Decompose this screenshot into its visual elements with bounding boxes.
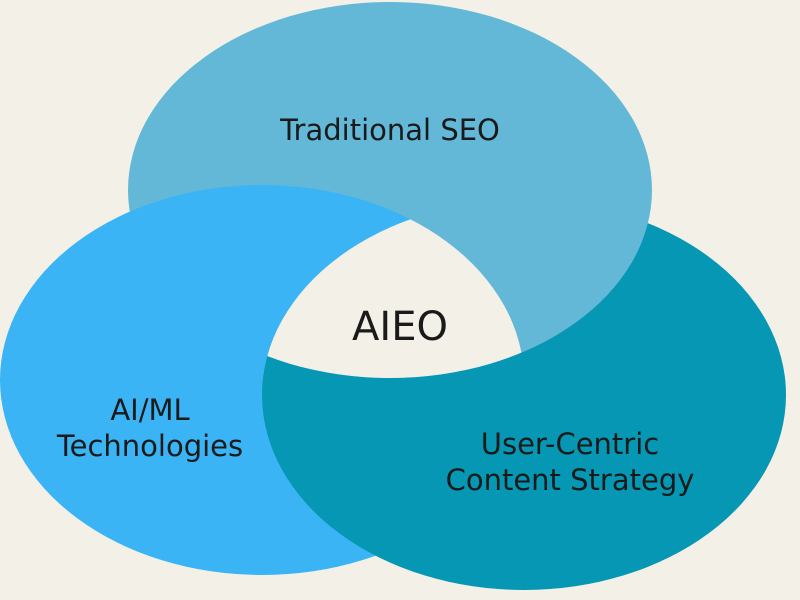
label-user-centric-line2: Content Strategy [445, 463, 695, 498]
label-ai-ml-line2: Technologies [56, 429, 244, 464]
label-user-centric: User-Centric Content Strategy [400, 426, 740, 499]
label-user-centric-line1: User-Centric [480, 427, 660, 461]
label-ai-ml-line1: AI/ML [110, 393, 190, 427]
label-traditional-seo: Traditional SEO [280, 113, 500, 147]
label-aieo: AIEO [352, 304, 448, 350]
label-ai-ml: AI/ML Technologies [10, 392, 290, 465]
